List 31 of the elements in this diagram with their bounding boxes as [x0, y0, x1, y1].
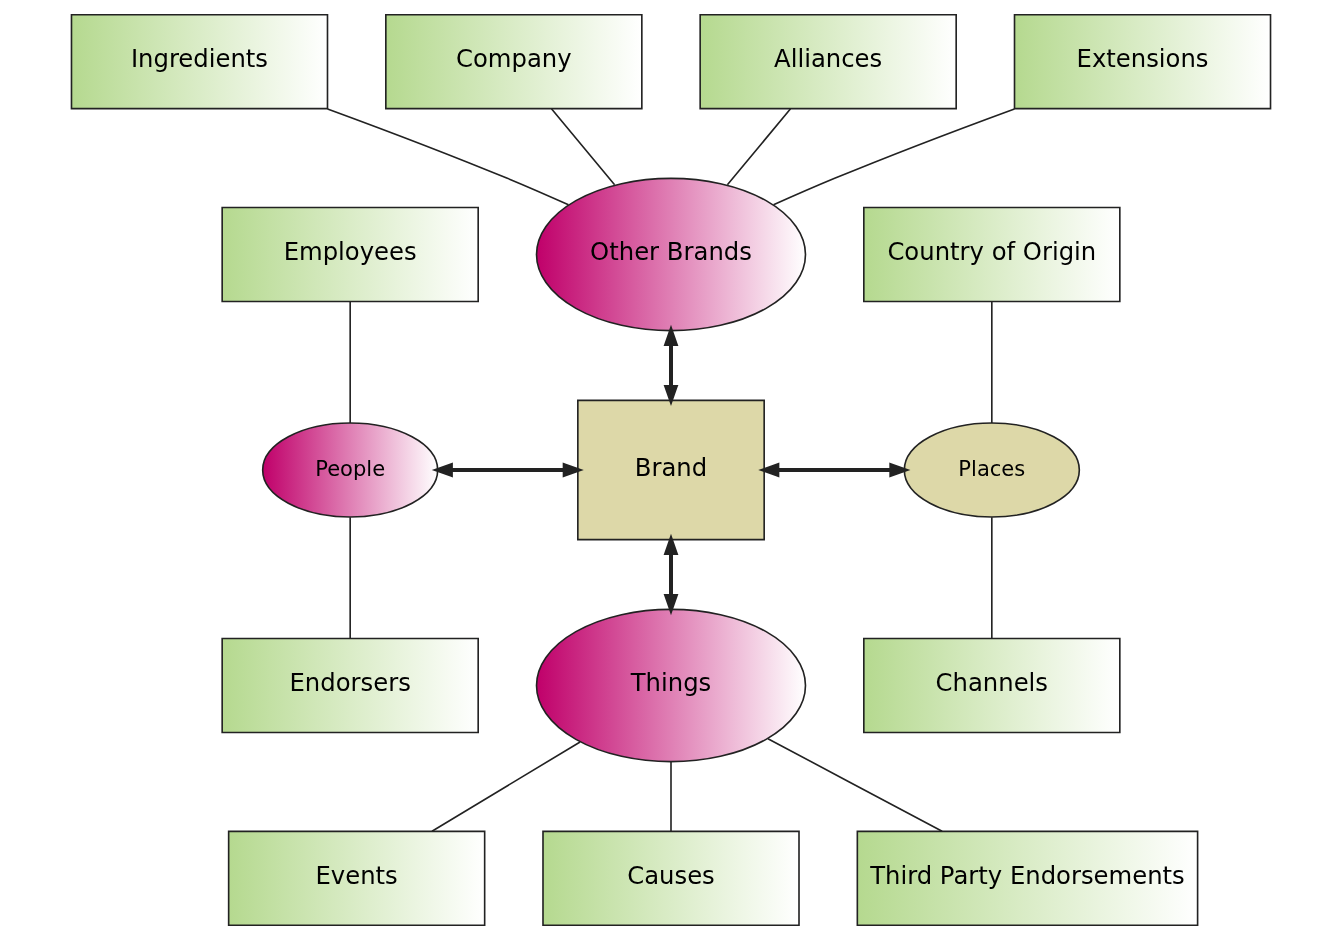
connector [550, 107, 615, 186]
node-box: Endorsers [220, 637, 479, 734]
arrow [663, 324, 678, 406]
connector [766, 737, 943, 833]
connector [990, 516, 993, 640]
connector [430, 741, 581, 833]
node-box: Alliances [698, 13, 957, 110]
node-ellipse: Places [903, 422, 1080, 518]
node-box: Channels [862, 637, 1121, 734]
node-box: Events [227, 830, 485, 927]
arrow [431, 462, 584, 478]
node-box: Causes [541, 830, 800, 927]
arrow [757, 462, 910, 478]
connector [726, 107, 791, 186]
node-box: Third Party Endorsements [856, 830, 1198, 927]
node-ellipse: People [261, 422, 438, 518]
connector [348, 516, 351, 640]
node-box: Ingredients [70, 13, 328, 110]
connector [326, 108, 569, 206]
node-ellipse: Other Brands [535, 177, 806, 332]
node-box: Country of Origin [862, 206, 1121, 303]
node-box: Extensions [1013, 13, 1271, 110]
node-ellipse: Things [535, 608, 806, 763]
connector [348, 300, 351, 424]
node-box: Employees [220, 206, 479, 303]
connector [990, 300, 993, 424]
arrow [663, 533, 678, 616]
connector [669, 761, 672, 833]
connector [772, 108, 1015, 206]
node-box: Brand [576, 399, 765, 541]
node-box: Company [384, 13, 643, 110]
